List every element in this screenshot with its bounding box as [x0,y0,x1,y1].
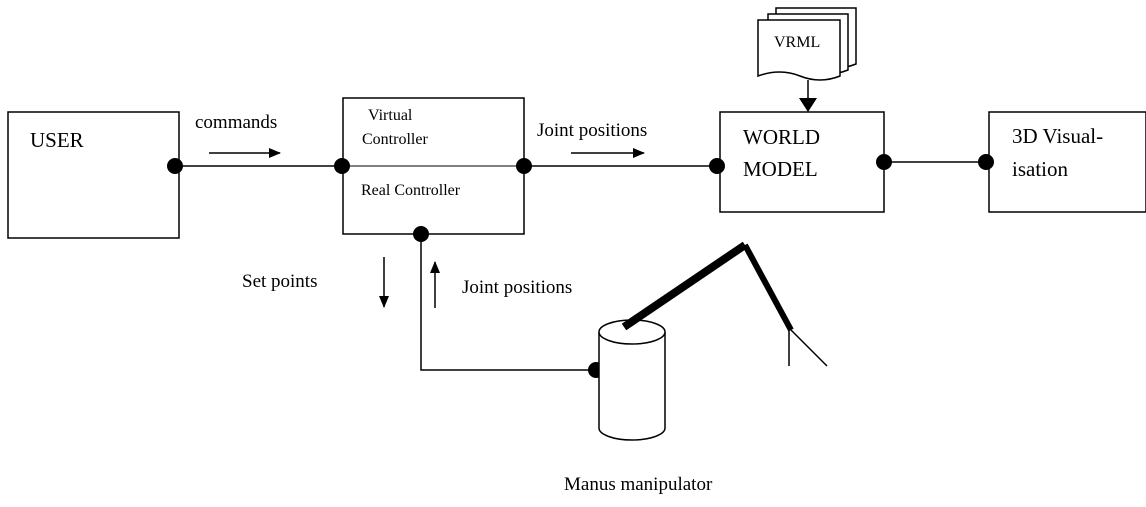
manipulator-gripper-icon [788,327,828,367]
connection-dots [167,154,994,378]
manipulator-cylinder [598,319,666,441]
virtual-controller-label-line1: Virtual [368,107,413,124]
real-controller-label: Real Controller [361,182,461,199]
vrml-label: VRML [774,34,821,51]
vrml-arrow-head [799,98,817,112]
user-block [7,111,180,239]
visualisation-port-dot [978,154,994,170]
manipulator-arm [621,241,794,332]
manipulator-label: Manus manipulator [564,474,713,495]
world-model-label-line2: MODEL [743,157,818,181]
visualisation-label-line1: 3D Visual- [1012,124,1104,148]
vrml-document-icon [757,7,857,81]
controller-out-port-dot [516,158,532,174]
user-port-dot [167,158,183,174]
worldmodel-in-port-dot [709,158,725,174]
joint-positions-bottom-label: Joint positions [462,277,573,298]
virtual-controller-label-line2: Controller [362,131,428,148]
commands-label: commands [195,112,278,133]
controller-in-port-dot [334,158,350,174]
controller-bottom-port-dot [413,226,429,242]
worldmodel-out-port-dot [876,154,892,170]
visualisation-label-line2: isation [1012,157,1068,181]
controller-manipulator-link [420,234,596,371]
joint-positions-top-label: Joint positions [537,120,648,141]
user-label: USER [30,128,84,152]
set-points-label: Set points [242,271,318,292]
world-model-label-line1: WORLD [743,125,820,149]
